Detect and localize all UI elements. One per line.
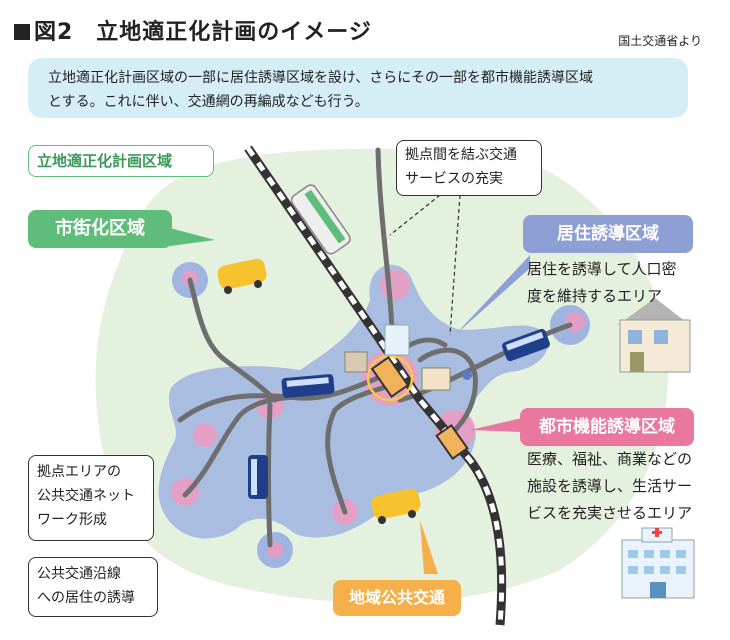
plan-area-label: 立地適正化計画区域 (28, 145, 214, 177)
taxi-icon-top (217, 258, 267, 294)
building-icon (421, 367, 451, 391)
urban-function-description: 医療、福祉、商業などの 施設を誘導し、生活サー ビスを充実させるエリア (527, 446, 692, 527)
pointer-blue (455, 255, 530, 335)
network-line-1: 拠点エリアの (37, 464, 121, 480)
residential-desc-line-1: 居住を誘導して人口密 (527, 260, 677, 278)
residential-desc-line-2: 度を維持するエリア (527, 287, 663, 305)
hub-service-line-2: サービスの充実 (405, 171, 503, 187)
intro-box: 立地適正化計画区域の一部に居住誘導区域を設け、さらにその一部を都市機能誘導区域 … (28, 58, 688, 118)
title-square-icon (14, 24, 30, 40)
hub-service-leader (389, 194, 441, 236)
urbanization-area-label: 市街化区域 (28, 210, 172, 248)
hub-service-line-1: 拠点間を結ぶ交通 (405, 147, 517, 163)
pointer-green (170, 228, 215, 246)
network-line-3: ワーク形成 (37, 512, 107, 528)
hub-service-label: 拠点間を結ぶ交通 サービスの充実 (396, 140, 542, 196)
pointer-pink (470, 418, 522, 432)
local-transit-label: 地域公共交通 (333, 580, 461, 616)
intro-line-1: 立地適正化計画区域の一部に居住誘導区域を設け、さらにその一部を都市機能誘導区域 (48, 70, 594, 86)
network-formation-label: 拠点エリアの 公共交通ネット ワーク形成 (28, 455, 154, 541)
transit-line-1: 公共交通沿線 (37, 566, 121, 582)
bus-icon-center (281, 374, 335, 398)
house-icon (618, 298, 691, 373)
building-icon (384, 324, 410, 356)
transit-line-2: への居住の誘導 (37, 590, 135, 606)
building-icon (344, 351, 368, 373)
taxi-icon-bottom (371, 488, 421, 524)
residential-description: 居住を誘導して人口密 度を維持するエリア (527, 256, 677, 310)
central-hub-ring (366, 354, 414, 402)
source-credit: 国土交通省より (618, 34, 702, 48)
page-title: 図2 立地適正化計画のイメージ (14, 14, 372, 46)
intro-line-2: とする。これに伴い、交通網の再編成なども行う。 (48, 94, 369, 110)
railway (244, 145, 507, 626)
urban-function-desc-line-1: 医療、福祉、商業などの (527, 450, 693, 468)
transit-corridor-label: 公共交通沿線 への居住の誘導 (28, 557, 158, 617)
residential-area-label: 居住誘導区域 (523, 215, 693, 253)
urban-function-desc-line-3: ビスを充実させるエリア (527, 504, 693, 522)
train-car-icon (370, 355, 410, 399)
hub-service-leader (449, 194, 461, 336)
network-line-2: 公共交通ネット (37, 488, 135, 504)
tram-icon (290, 184, 351, 255)
hospital-icon (621, 527, 695, 599)
pointer-orange (420, 520, 438, 574)
bus-icon-right (502, 328, 550, 362)
urban-function-desc-line-2: 施設を誘導し、生活サー (527, 477, 693, 495)
train-car-icon (435, 423, 469, 461)
bus-icon-left (248, 455, 268, 499)
urban-function-area-label: 都市機能誘導区域 (520, 408, 694, 446)
